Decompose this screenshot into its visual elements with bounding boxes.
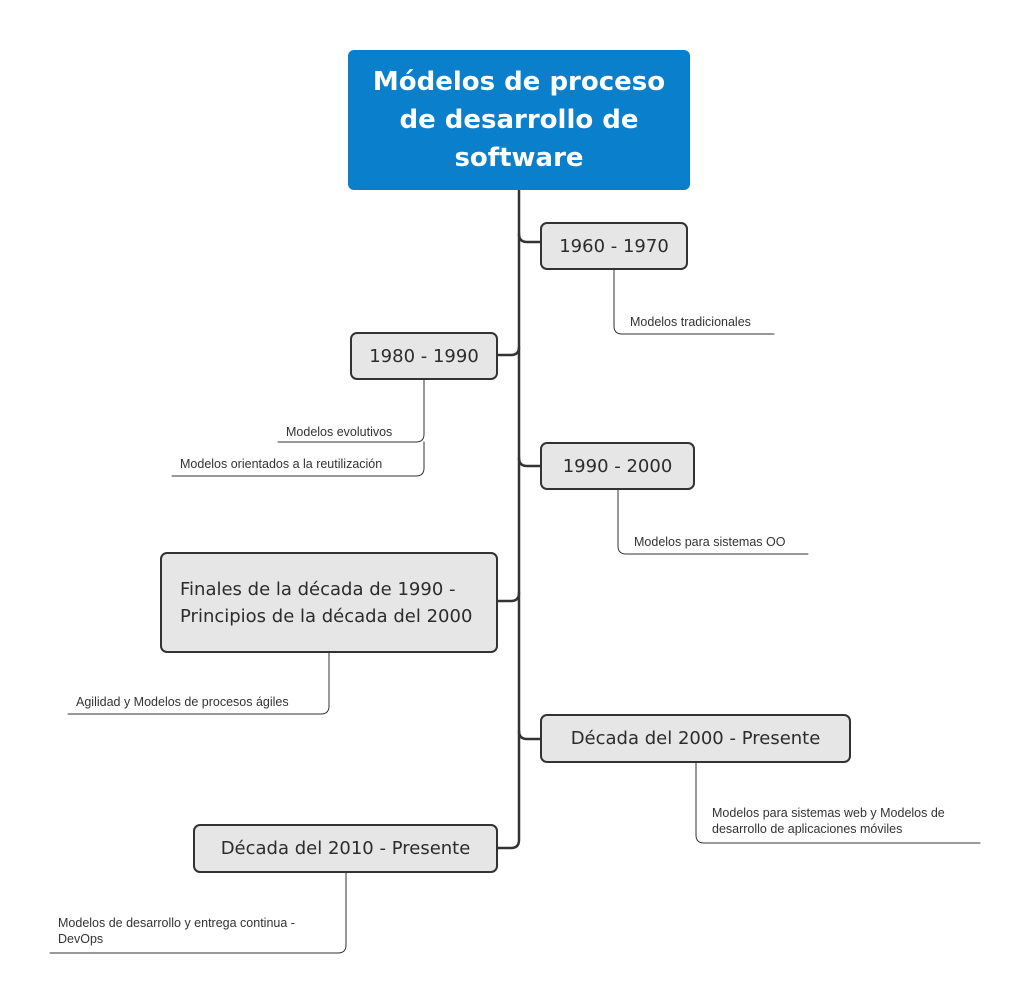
note-modelos-sistemas-oo: Modelos para sistemas OO — [634, 535, 786, 549]
trunk-line — [496, 188, 521, 850]
note-line-tradicionales — [613, 269, 775, 335]
note-modelos-evolutivos: Modelos evolutivos — [286, 425, 393, 439]
note-modelos-web-moviles: Modelos para sistemas web y Modelos de d… — [712, 806, 945, 836]
topic-1960-1970[interactable]: 1960 - 1970 — [540, 222, 688, 270]
note-line-devops — [49, 872, 347, 954]
topic-1990-2000[interactable]: 1990 - 2000 — [540, 442, 695, 490]
note-entrega-continua-devops: Modelos de desarrollo y entrega continua… — [58, 916, 295, 946]
topic-1980-1990[interactable]: 1980 - 1990 — [350, 332, 498, 380]
topic-finales-1990-principios-2000[interactable]: Finales de la década de 1990 - Principio… — [160, 552, 498, 653]
branch-1980 — [496, 345, 521, 357]
note-line-web — [695, 762, 981, 844]
note-modelos-tradicionales: Modelos tradicionales — [630, 315, 751, 329]
branch-finales — [496, 591, 521, 603]
note-line-oo — [617, 489, 809, 555]
note-line-agiles — [67, 652, 330, 715]
topic-decada-2010-presente[interactable]: Década del 2010 - Presente — [193, 824, 498, 873]
central-topic[interactable]: Módelos de proceso de desarrollo de soft… — [348, 50, 690, 190]
branch-1960 — [517, 232, 542, 244]
note-line-evolutivos — [277, 379, 425, 443]
note-line-reutilizacion — [171, 441, 425, 477]
topic-decada-2000-presente[interactable]: Década del 2000 - Presente — [540, 714, 851, 763]
note-agilidad-procesos-agiles: Agilidad y Modelos de procesos ágiles — [76, 695, 289, 709]
branch-2000 — [517, 729, 542, 741]
branch-1990 — [517, 456, 542, 468]
note-modelos-reutilizacion: Modelos orientados a la reutilización — [180, 457, 383, 471]
